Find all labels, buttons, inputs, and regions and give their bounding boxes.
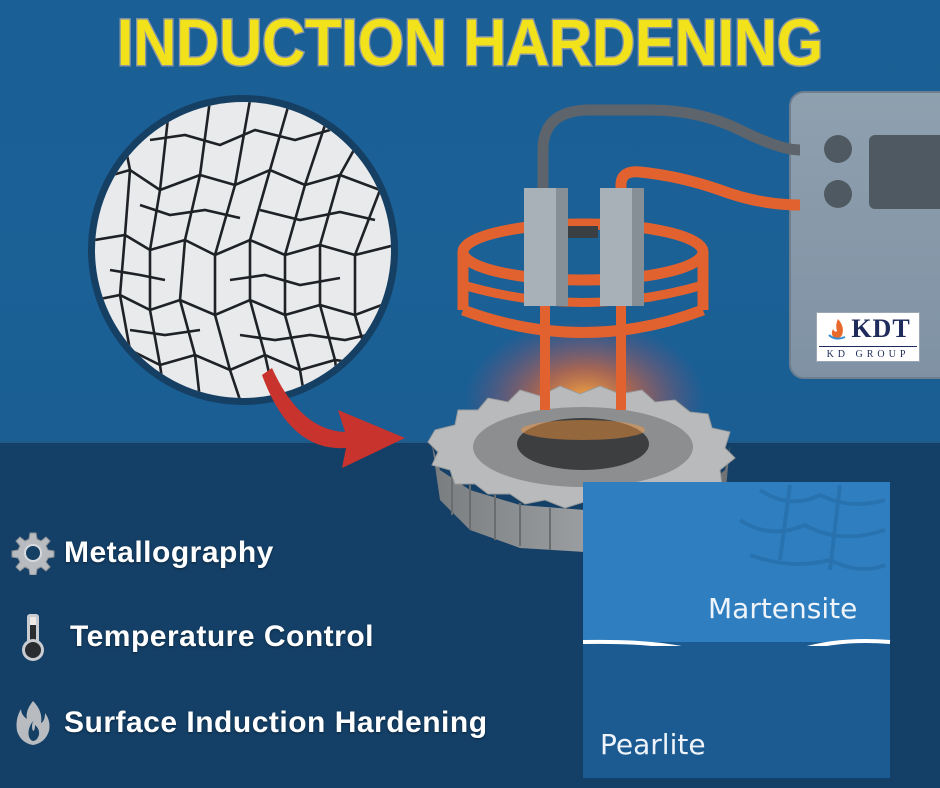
feature-label: Surface Induction Hardening [64, 706, 488, 739]
page-title: INDUCTION HARDENING [116, 4, 825, 81]
pearlite-label: Pearlite [600, 728, 706, 761]
phase-diagram-panel [582, 482, 891, 778]
logo-brand: KDT [851, 314, 911, 343]
feature-metallography: Metallography [10, 530, 274, 576]
logo-subtitle: KD GROUP [819, 346, 917, 362]
feature-surface-induction-hardening: Surface Induction Hardening [10, 700, 488, 746]
flame-logo-icon [828, 319, 846, 340]
microstructure-circle [88, 95, 398, 405]
feature-temperature-control: Temperature Control [10, 614, 374, 661]
flame-icon [10, 700, 56, 746]
arrow-icon [262, 368, 405, 468]
feature-label: Temperature Control [70, 620, 374, 653]
martensite-label: Martensite [708, 592, 858, 625]
thermometer-icon [10, 614, 56, 661]
power-supply-machine [789, 91, 940, 379]
feature-label: Metallography [64, 536, 274, 569]
induction-coil [457, 188, 709, 410]
gear-icon [10, 530, 56, 576]
kdt-logo: KDT KD GROUP [816, 312, 920, 362]
